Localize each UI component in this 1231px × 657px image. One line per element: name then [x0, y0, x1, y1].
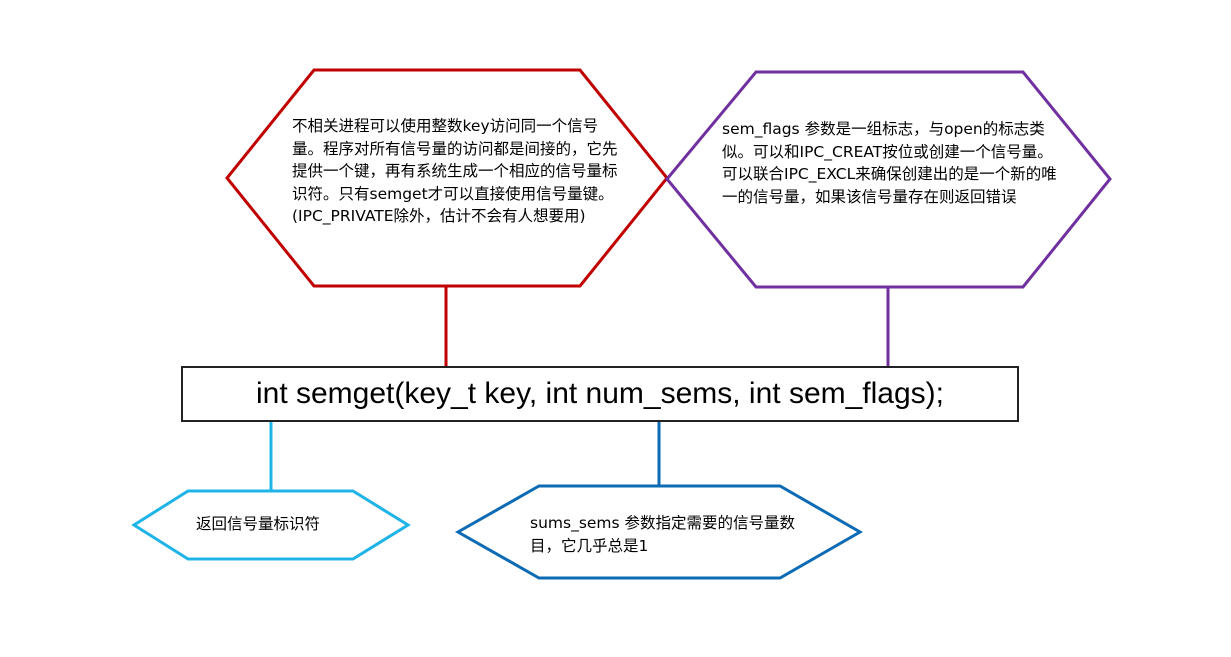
key-hexagon — [225, 68, 669, 288]
flags-note-text: sem_flags 参数是一组标志，与open的标志类似。可以和IPC_CREA… — [722, 120, 1057, 206]
return-note-text: 返回信号量标识符 — [196, 515, 321, 533]
semget-signature-box: int semget(key_t key, int num_sems, int … — [181, 366, 1019, 422]
return-hexagon — [131, 489, 411, 561]
nsems-hexagon — [454, 484, 864, 580]
nsems-note-text: sums_sems 参数指定需要的信号量数目，它几乎总是1 — [530, 514, 796, 555]
key-note-text: 不相关进程可以使用整数key访问同一个信号量。程序对所有信号量的访问都是间接的，… — [292, 117, 618, 225]
semget-signature-text: int semget(key_t key, int num_sems, int … — [255, 377, 945, 410]
flags-hexagon — [665, 70, 1112, 289]
